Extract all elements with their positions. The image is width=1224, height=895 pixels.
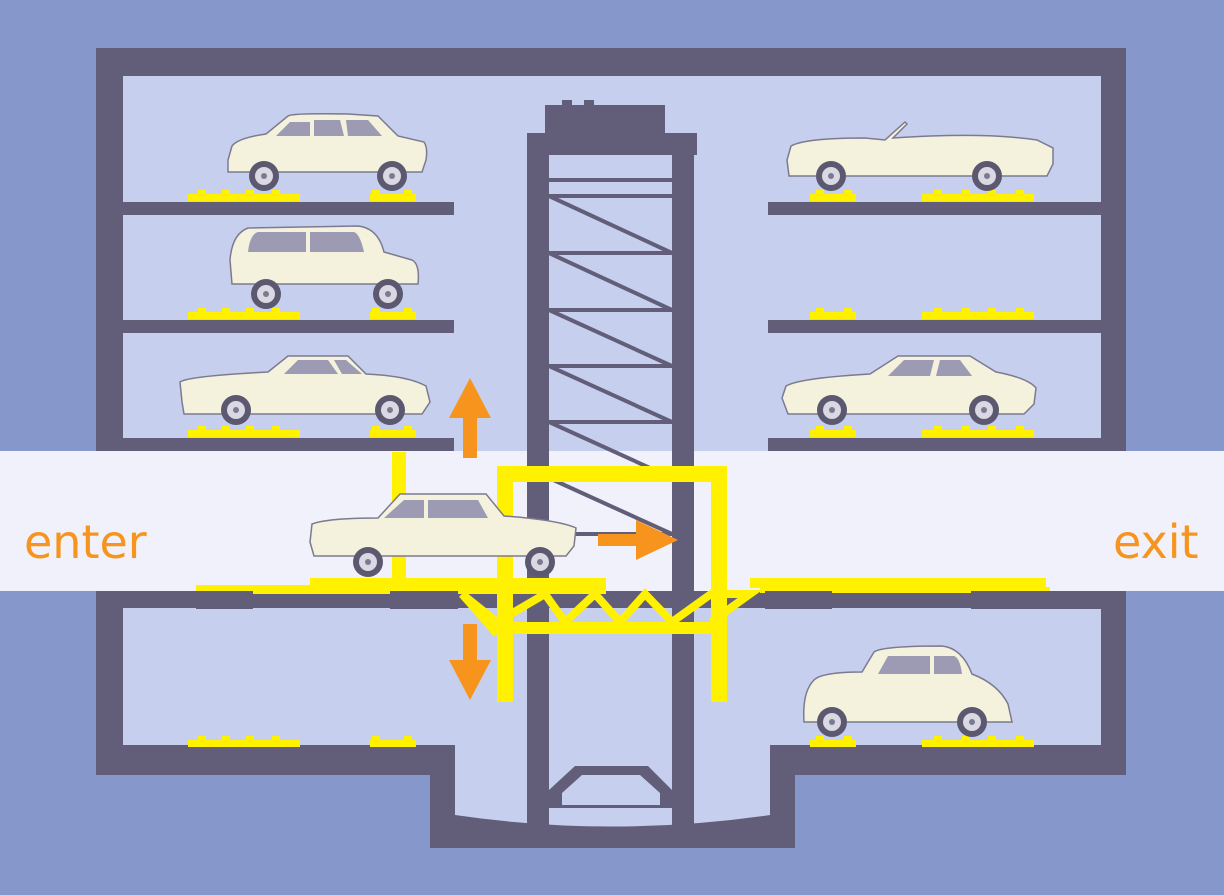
left-shelf-1 — [123, 202, 454, 215]
lift-carriage — [196, 452, 1050, 702]
car-icon — [227, 113, 428, 191]
left-shelf-2 — [123, 320, 454, 333]
lift-tower — [527, 100, 697, 833]
car-icon — [781, 355, 1037, 425]
exit-label: exit — [1113, 515, 1199, 569]
arrow-down-icon — [449, 624, 491, 700]
corridor-floor — [123, 591, 1101, 608]
right-shelf-1 — [768, 202, 1101, 215]
arrow-right-icon — [598, 520, 678, 560]
left-shelf-3 — [123, 438, 454, 451]
car-icon — [309, 493, 577, 577]
right-shelf-3 — [768, 438, 1101, 451]
arrow-up-icon — [449, 378, 491, 458]
car-icon — [802, 645, 1013, 737]
car-icon — [229, 225, 420, 309]
car-icon — [786, 120, 1054, 191]
right-shelf-2 — [768, 320, 1101, 333]
car-icon — [179, 355, 431, 425]
enter-label: enter — [24, 515, 147, 569]
